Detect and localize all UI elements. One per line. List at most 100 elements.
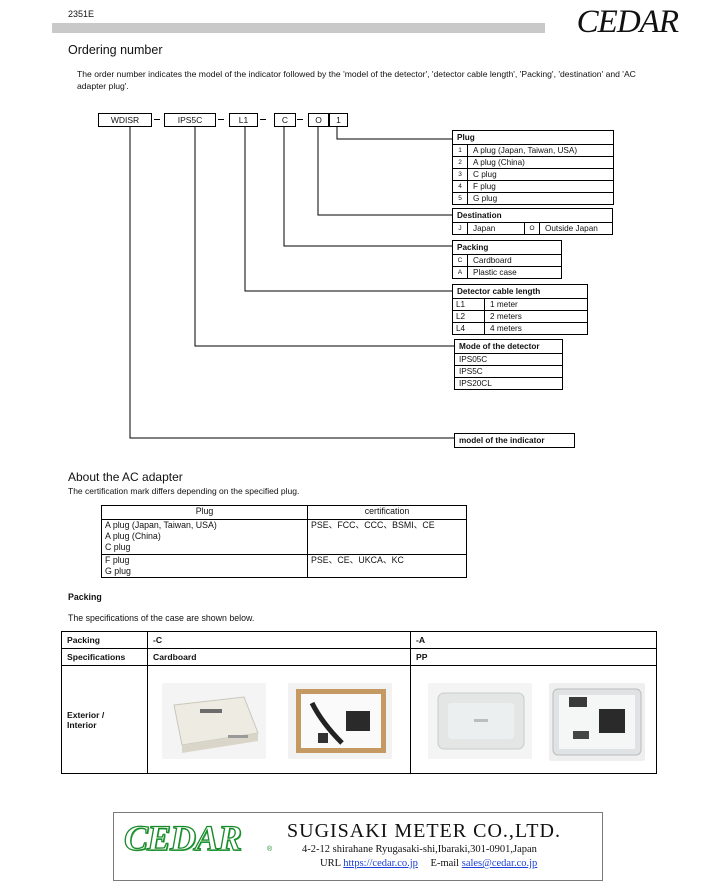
packing-c-spec: Cardboard [147, 648, 411, 666]
detector-row: IPS05C [455, 354, 562, 366]
document-number: 2351E [68, 9, 95, 19]
code-indicator: WDISR [98, 113, 152, 127]
cable-title: Detector cable length [453, 285, 587, 299]
plug-label: F plug [473, 182, 496, 191]
cable-row: L1 1 meter [453, 299, 587, 311]
plug-row: 4 F plug [453, 181, 613, 193]
cable-key: L1 [453, 299, 485, 310]
code-cable: L1 [229, 113, 258, 127]
destination-options: Destination J Japan O Outside Japan [452, 208, 613, 235]
code-packing: C [274, 113, 296, 127]
table-row: A plug (Japan, Taiwan, USA) A plug (Chin… [101, 519, 467, 555]
detector-row: IPS5C [455, 366, 562, 378]
plug-name: F plug [105, 555, 130, 565]
plug-key: 1 [453, 145, 468, 156]
footer-cedar-logo: CEDAR [123, 817, 242, 858]
cable-label: 4 meters [490, 324, 522, 333]
plastic-exterior-photo [428, 683, 532, 759]
plug-cell: A plug (Japan, Taiwan, USA) A plug (Chin… [101, 519, 308, 555]
plug-key: 4 [453, 181, 468, 192]
cable-key: L4 [453, 323, 485, 334]
ordering-title: Ordering number [68, 43, 163, 57]
cert-cell: PSE、FCC、CCC、BSMI、CE [307, 519, 467, 555]
url-label: URL [320, 858, 341, 869]
packing-key: A [453, 267, 468, 278]
indicator-option: model of the indicator [454, 433, 575, 448]
col-cert-header: certification [307, 505, 467, 520]
packing-options: Packing C Cardboard A Plastic case [452, 240, 562, 279]
plug-label: G plug [473, 194, 498, 203]
detector-title: Mode of the detector [455, 340, 562, 354]
ac-adapter-subtitle: The certification mark differs depending… [68, 486, 300, 496]
code-dash [260, 119, 266, 120]
plug-name: A plug (Japan, Taiwan, USA) [105, 520, 217, 530]
company-footer: CEDAR ® SUGISAKI METER CO.,LTD. 4-2-12 s… [113, 812, 603, 881]
certification-table: Plug certification A plug (Japan, Taiwan… [101, 505, 467, 578]
cedar-logo: CEDAR [576, 4, 679, 40]
code-dash [218, 119, 224, 120]
company-contact: URL https://cedar.co.jp E-mail sales@ced… [320, 858, 537, 869]
cable-options: Detector cable length L1 1 meter L2 2 mete… [452, 284, 588, 335]
email-link[interactable]: sales@cedar.co.jp [461, 858, 538, 869]
email-label: E-mail [430, 858, 460, 869]
destination-key: J [453, 223, 468, 234]
row-packing-label: Packing [61, 631, 148, 649]
plug-name: C plug [105, 542, 131, 552]
cardboard-interior-photo [288, 683, 392, 759]
plug-row: 5 G plug [453, 193, 613, 204]
plug-title: Plug [453, 131, 613, 145]
detector-options: Mode of the detector IPS05C IPS5C IPS20C… [454, 339, 563, 390]
packing-label: Cardboard [473, 256, 512, 265]
cable-label: 1 meter [490, 300, 518, 309]
cert-cell: PSE、CE、UKCA、KC [307, 554, 467, 578]
cardboard-exterior-photo [162, 683, 266, 759]
cable-row: L4 4 meters [453, 323, 587, 334]
code-destination: O [308, 113, 329, 127]
code-plug: 1 [329, 113, 348, 127]
code-dash [297, 119, 303, 120]
code-dash [154, 119, 160, 120]
ordering-intro: The order number indicates the model of … [77, 69, 636, 91]
cable-key: L2 [453, 311, 485, 322]
detector-label: IPS20CL [459, 379, 492, 388]
detector-row: IPS20CL [455, 378, 562, 389]
company-address: 4-2-12 shirahane Ryugasaki-shi,Ibaraki,3… [302, 844, 537, 855]
packing-a-spec: PP [410, 648, 657, 666]
plug-label: A plug (Japan, Taiwan, USA) [473, 146, 578, 155]
destination-key: O [525, 223, 540, 234]
detector-label: IPS05C [459, 355, 488, 364]
code-detector: IPS5C [164, 113, 216, 127]
destination-label: Japan [468, 223, 525, 234]
row-exterior-label: Exterior / Interior [61, 665, 148, 774]
detector-label: IPS5C [459, 367, 483, 376]
indicator-title: model of the indicator [459, 436, 545, 445]
website-link[interactable]: https://cedar.co.jp [343, 858, 418, 869]
packing-c-code: -C [147, 631, 411, 649]
destination-label: Outside Japan [545, 224, 598, 233]
plug-cell: F plug G plug [101, 554, 308, 578]
plug-row: 1 A plug (Japan, Taiwan, USA) [453, 145, 613, 157]
packing-section-subtitle: The specifications of the case are shown… [68, 613, 255, 623]
plug-key: 2 [453, 157, 468, 168]
cable-label: 2 meters [490, 312, 522, 321]
packing-title: Packing [453, 241, 561, 255]
ac-adapter-title: About the AC adapter [68, 470, 183, 484]
exterior-label: Exterior / [67, 709, 105, 720]
interior-label: Interior [67, 719, 97, 730]
cable-row: L2 2 meters [453, 311, 587, 323]
packing-label: Plastic case [473, 268, 517, 277]
packing-key: C [453, 255, 468, 266]
plastic-interior-photo [549, 683, 645, 761]
col-plug-header: Plug [101, 505, 308, 520]
packing-row: A Plastic case [453, 267, 561, 278]
table-row: F plug G plug PSE、CE、UKCA、KC [101, 554, 467, 578]
company-name: SUGISAKI METER CO.,LTD. [287, 820, 561, 842]
row-specs-label: Specifications [61, 648, 148, 666]
plug-name: G plug [105, 566, 131, 576]
destination-title: Destination [453, 209, 612, 223]
plug-key: 5 [453, 193, 468, 204]
